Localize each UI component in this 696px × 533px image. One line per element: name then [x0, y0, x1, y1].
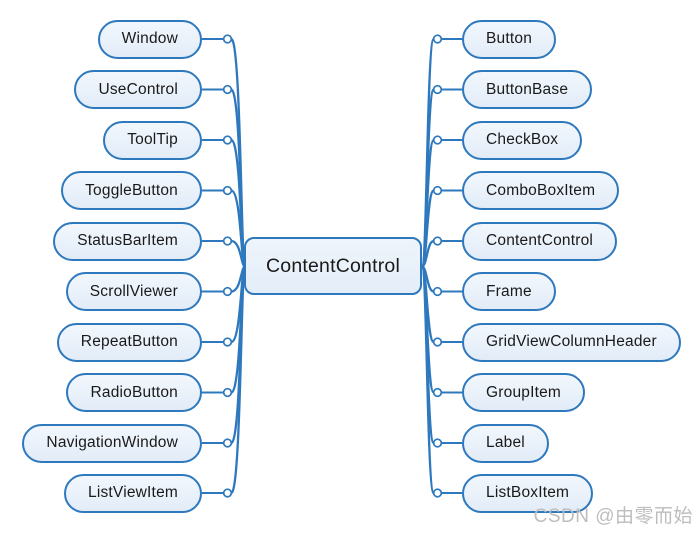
node-window[interactable]: Window [97, 19, 202, 59]
node-gridviewcolumnheader[interactable]: GridViewColumnHeader [462, 322, 681, 362]
connector-dot [432, 387, 443, 398]
node-button[interactable]: Button [462, 19, 557, 59]
node-listboxitem[interactable]: ListBoxItem [462, 473, 594, 513]
node-groupitem[interactable]: GroupItem [462, 373, 586, 412]
connector-dot [432, 236, 443, 246]
connector-dot [222, 135, 233, 145]
connector-dot [432, 84, 443, 95]
connector-dot [432, 135, 443, 145]
node-radiobutton[interactable]: RadioButton [66, 373, 202, 412]
node-navigationwindow[interactable]: NavigationWindow [22, 423, 202, 463]
connector-dot [432, 438, 443, 448]
connector-dot [222, 236, 233, 246]
connector-dot [222, 185, 233, 196]
connector-dot [222, 286, 233, 297]
node-togglebutton[interactable]: ToggleButton [61, 171, 202, 210]
node-statusbaritem[interactable]: StatusBarItem [53, 221, 202, 261]
node-usecontrol[interactable]: UseControl [74, 70, 202, 109]
node-checkbox[interactable]: CheckBox [462, 120, 583, 160]
node-contentcontrol-child[interactable]: ContentControl [462, 221, 618, 261]
connector-dot [222, 488, 233, 498]
node-comboboxitem[interactable]: ComboBoxItem [462, 171, 620, 210]
node-label[interactable]: Label [462, 423, 549, 463]
connector-dot [432, 488, 443, 498]
node-tooltip[interactable]: ToolTip [103, 120, 202, 160]
connector-dot [222, 34, 233, 44]
connector-dot [222, 84, 233, 95]
node-repeatbutton[interactable]: RepeatButton [56, 322, 202, 362]
connector-dot [222, 387, 233, 398]
right-connectors [420, 34, 462, 498]
connector-dot [432, 286, 443, 297]
connector-dot [432, 337, 443, 347]
connector-dot [432, 185, 443, 196]
node-scrollviewer[interactable]: ScrollViewer [65, 272, 202, 311]
connector-dot [432, 34, 443, 44]
node-contentcontrol-root[interactable]: ContentControl [244, 237, 422, 295]
node-buttonbase[interactable]: ButtonBase [462, 70, 593, 109]
connector-dot [222, 337, 233, 347]
node-listviewitem[interactable]: ListViewItem [64, 473, 202, 513]
left-connectors [202, 34, 247, 498]
node-frame[interactable]: Frame [462, 272, 556, 311]
connector-dot [222, 438, 233, 448]
